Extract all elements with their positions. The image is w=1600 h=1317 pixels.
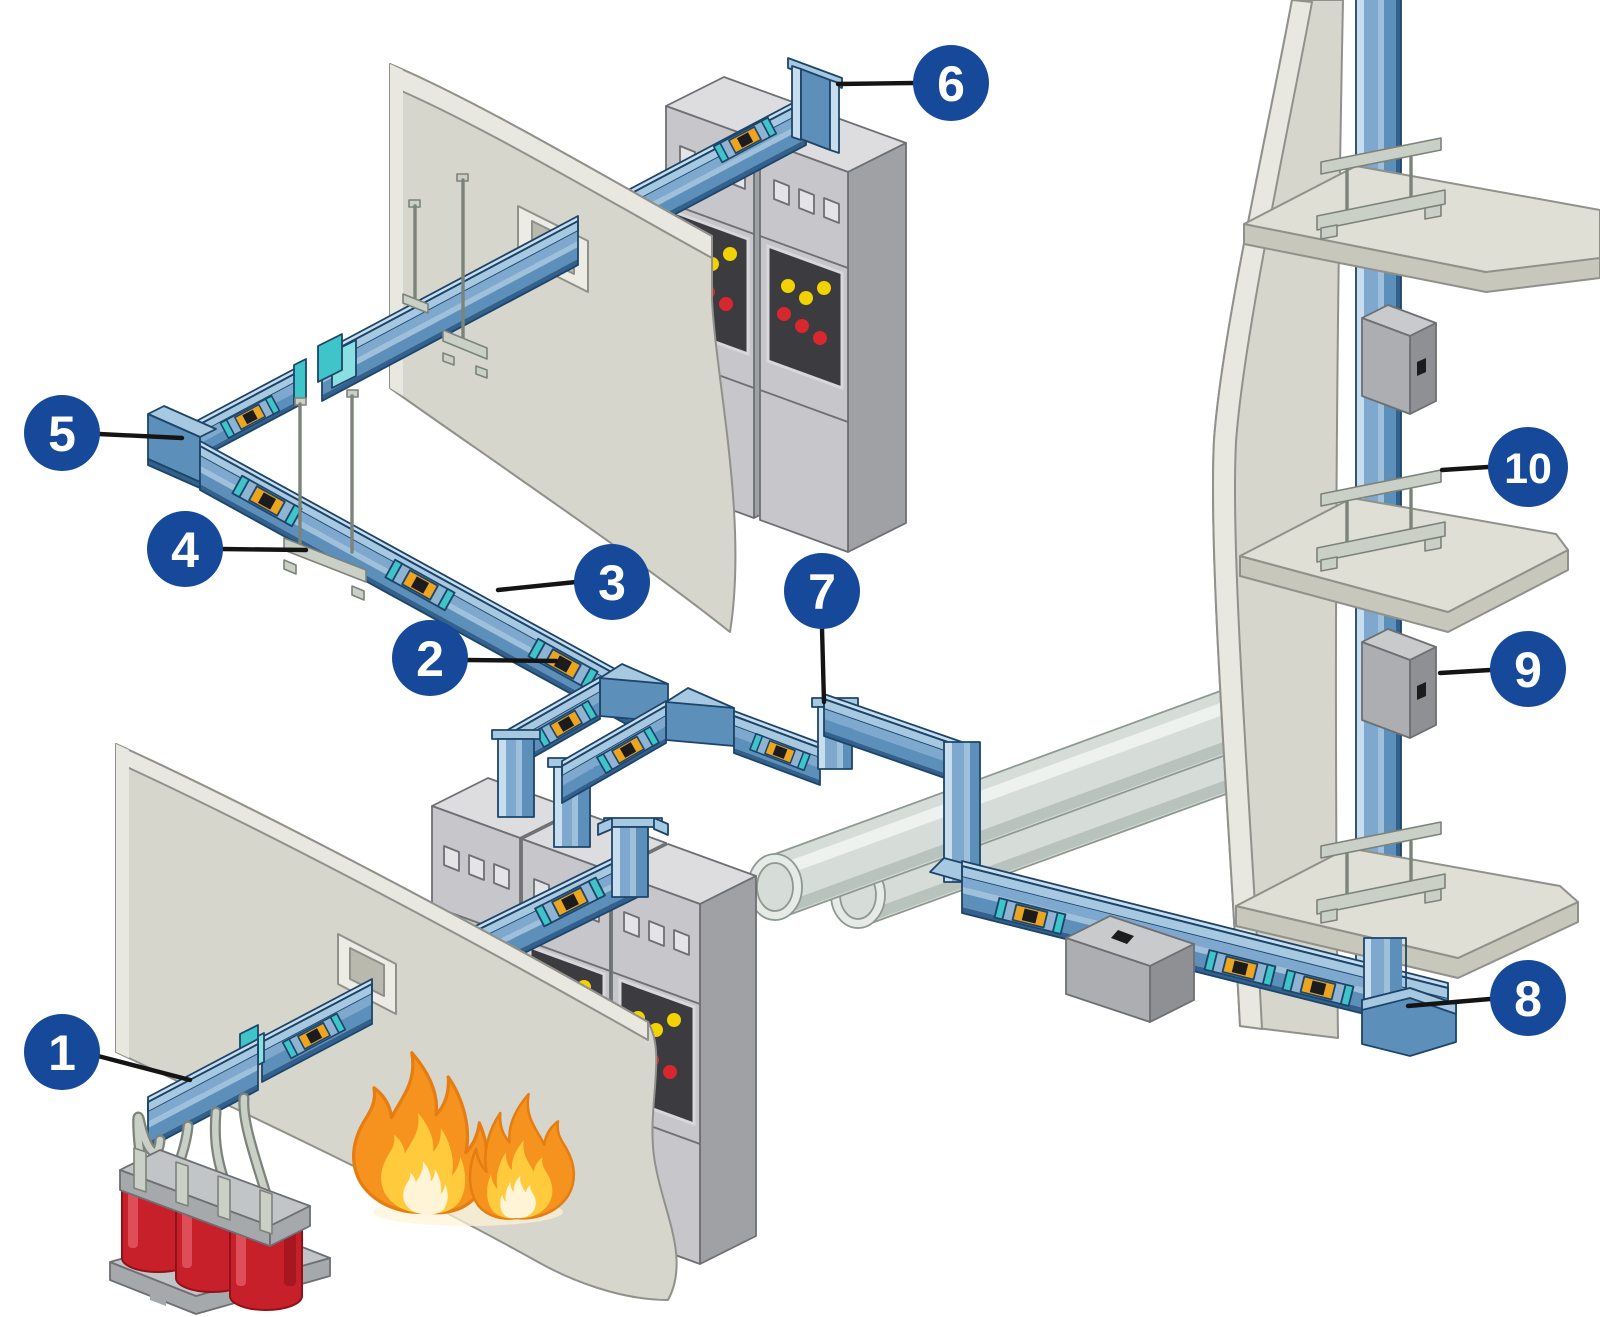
callout-3: 3	[495, 544, 650, 620]
floor-slab-middle	[1239, 497, 1569, 633]
feeder-run-front-segment	[321, 173, 579, 402]
callouts: 1 2 3 4 5 6 7	[24, 45, 1568, 1090]
callout-5-badge	[24, 395, 100, 471]
run-tap-off-box	[1065, 915, 1195, 1023]
callout-2-line	[463, 657, 559, 664]
callout-1-badge	[24, 1014, 100, 1090]
lower-wall-penetration	[337, 933, 397, 1015]
riser-tap-off-box-lower	[1361, 628, 1437, 739]
vertical-drop-cabinet1	[491, 729, 541, 818]
callout-6-line	[835, 80, 917, 87]
callout-7-badge	[784, 553, 860, 629]
floor-slabs	[1235, 137, 1600, 979]
callout-4: 4	[147, 511, 309, 587]
floor-slab-upper	[1243, 165, 1600, 293]
ceiling-run-B	[561, 687, 981, 883]
riser-shaft-wall	[1211, 0, 1344, 1039]
callout-3-number: 3	[598, 555, 626, 611]
callout-2-number: 2	[416, 631, 444, 687]
callout-10-number: 10	[1504, 445, 1552, 493]
callout-9-badge	[1490, 631, 1566, 707]
callout-3-line	[495, 579, 579, 593]
ceiling-run-A	[147, 358, 647, 736]
callout-10: 10	[1439, 427, 1568, 507]
riser-spring-hanger-middle	[1316, 469, 1446, 572]
transformer	[109, 1147, 331, 1315]
callout-7-line	[819, 625, 827, 705]
wall-penetration-busbar-piece	[261, 978, 373, 1083]
callout-5: 5	[24, 395, 185, 471]
fire-icon	[352, 1051, 576, 1226]
lower-distribution-run	[929, 857, 1457, 1057]
callout-6-badge	[913, 45, 989, 121]
pipe-front	[747, 680, 1246, 922]
riser-spring-hanger-upper	[1316, 137, 1446, 240]
floor-slab-lower	[1235, 847, 1579, 979]
switchboard-top-connector	[597, 817, 669, 898]
callout-1-line	[95, 1053, 193, 1083]
callout-9-number: 9	[1514, 642, 1542, 698]
callout-8-line	[1405, 996, 1493, 1009]
callout-1-number: 1	[48, 1025, 76, 1081]
upper-fire-wall	[389, 63, 737, 633]
callout-8: 8	[1405, 960, 1566, 1036]
callout-6: 6	[835, 45, 989, 121]
callout-10-badge	[1488, 427, 1568, 507]
callout-5-number: 5	[48, 406, 76, 462]
fire-barrier-plates	[317, 333, 357, 389]
callout-4-number: 4	[171, 522, 199, 578]
callout-10-line	[1439, 464, 1491, 473]
callout-2-badge	[392, 620, 468, 696]
offset-bridge-over-pipes	[811, 693, 981, 883]
callout-2: 2	[392, 620, 559, 696]
callout-9: 9	[1437, 631, 1566, 707]
callout-7: 7	[784, 553, 860, 705]
callout-4-line	[219, 546, 309, 553]
switchboard-flanged-feed-unit	[787, 57, 843, 154]
callout-8-number: 8	[1514, 971, 1542, 1027]
callout-6-number: 6	[937, 56, 965, 112]
transformer-coils	[121, 1177, 303, 1311]
callout-4-badge	[147, 511, 223, 587]
callout-7-number: 7	[808, 564, 836, 620]
callout-1: 1	[24, 1014, 193, 1090]
ceiling-rod-hanger	[402, 199, 429, 314]
callout-3-badge	[574, 544, 650, 620]
transformer-terminal-tabs	[133, 1147, 273, 1235]
callout-5-line	[96, 431, 185, 441]
riser-spring-hanger-lower	[1316, 821, 1446, 924]
riser-tap-off-box-upper	[1361, 304, 1437, 415]
ceiling-trapeze-hanger	[442, 173, 488, 379]
callout-9-line	[1437, 667, 1493, 676]
callout-8-badge	[1490, 960, 1566, 1036]
